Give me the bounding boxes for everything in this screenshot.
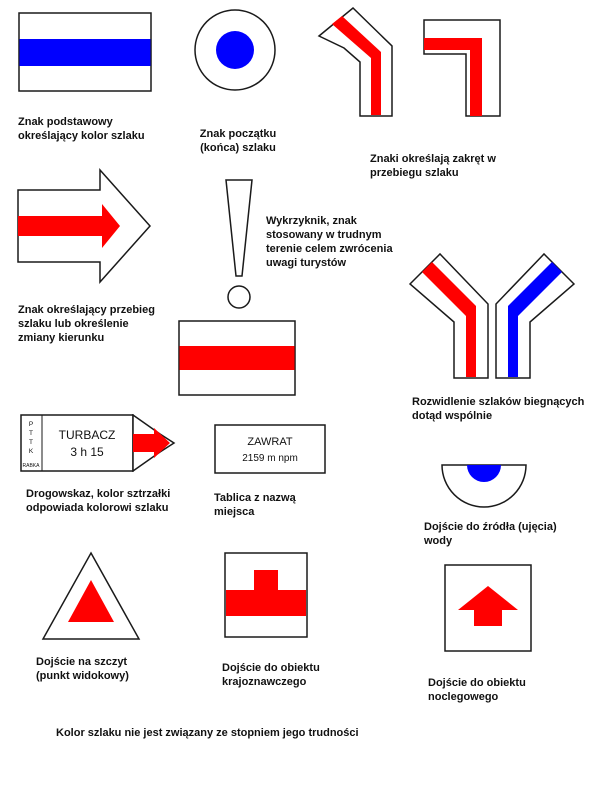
footer-note: Kolor szlaku nie jest związany ze stopni… xyxy=(56,727,359,739)
basic-trail-mark xyxy=(18,12,152,92)
caption-exclamation: Wykrzyknik, znak stosowany w trudnym ter… xyxy=(266,215,393,269)
place-sign-name: ZAWRAT xyxy=(247,436,292,448)
lodging-access-mark xyxy=(444,564,532,652)
trail-corner-mark xyxy=(423,19,501,117)
signpost-town: RABKA xyxy=(23,463,41,469)
spring-access-mark xyxy=(441,464,527,508)
caption-start: Znak początku (końca) szlaku xyxy=(199,128,277,154)
signpost-org-letter: P xyxy=(29,421,33,428)
basic-red-mark xyxy=(178,320,296,396)
signpost-org-letter: K xyxy=(29,448,34,455)
caption-spring: Dojście do źródła (ujęcia) wody xyxy=(424,521,557,547)
caption-placename: Tablica z nazwą miejsca xyxy=(214,492,296,518)
caption-basic: Znak podstawowy określający kolor szlaku xyxy=(18,116,145,142)
caption-summit: Dojście na szczyt (punkt widokowy) xyxy=(36,656,129,682)
caption-fork: Rozwidlenie szlaków biegnących dotąd wsp… xyxy=(412,396,585,422)
signpost-destination: TURBACZ xyxy=(59,428,116,442)
trail-bend-mark xyxy=(317,6,393,117)
trail-start-mark xyxy=(194,9,276,91)
place-sign-elevation: 2159 m npm xyxy=(242,453,298,464)
caption-attraction: Dojście do obiektu krajoznawczego xyxy=(222,662,320,688)
attraction-access-mark xyxy=(224,552,308,638)
place-name-sign: ZAWRAT 2159 m npm xyxy=(214,424,326,474)
exclamation-mark xyxy=(225,179,253,309)
signpost-sign: P T T K RABKA TURBACZ 3 h 15 xyxy=(20,414,176,472)
signpost-org-letter: T xyxy=(29,430,33,437)
caption-arrow: Znak określający przebieg szlaku lub okr… xyxy=(18,304,155,344)
signpost-time: 3 h 15 xyxy=(70,445,104,459)
caption-lodging: Dojście do obiektu noclegowego xyxy=(428,677,526,703)
direction-arrow-mark xyxy=(17,168,152,284)
caption-signpost: Drogowskaz, kolor sztrzałki odpowiada ko… xyxy=(26,488,171,514)
summit-access-mark xyxy=(41,551,141,640)
caption-turn: Znaki określają zakręt w przebiegu szlak… xyxy=(370,153,496,179)
trail-fork-mark xyxy=(408,252,576,379)
signpost-org-letter: T xyxy=(29,439,33,446)
